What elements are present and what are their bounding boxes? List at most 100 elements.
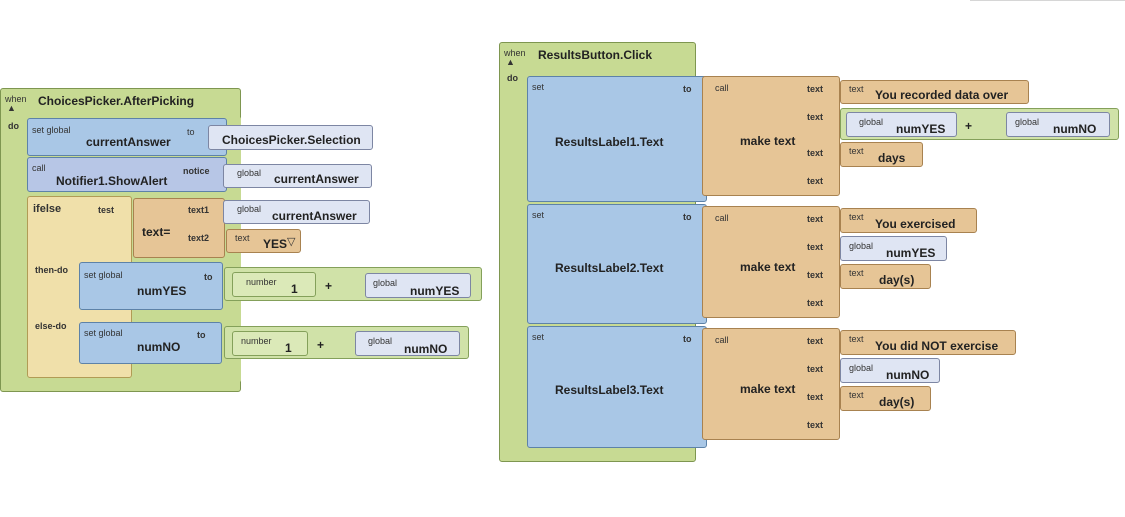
text-literal-block[interactable]: text You did NOT exercise bbox=[840, 330, 1016, 355]
text-socket-label: text bbox=[807, 420, 824, 430]
text-literal-value: You did NOT exercise bbox=[875, 339, 999, 353]
set-global-variable: numYES bbox=[137, 284, 187, 298]
make-text-block-2[interactable]: call make text text text text text bbox=[702, 206, 840, 318]
global-currentanswer-getter[interactable]: global currentAnswer bbox=[223, 164, 372, 188]
call-keyword: call bbox=[32, 163, 46, 173]
number-literal-block[interactable]: number 1 bbox=[232, 272, 316, 297]
plus-operator: + bbox=[965, 119, 973, 133]
text-literal-value: day(s) bbox=[879, 273, 915, 287]
global-numno-getter[interactable]: global numNO bbox=[840, 358, 940, 383]
make-text-block-3[interactable]: call make text text text text text bbox=[702, 328, 840, 440]
set-resultslabel2-block[interactable]: set ResultsLabel2.Text to bbox=[527, 204, 707, 324]
then-do-keyword: then-do bbox=[35, 265, 68, 275]
when-label: when bbox=[5, 94, 27, 104]
else-do-keyword: else-do bbox=[35, 321, 67, 331]
global-keyword: global bbox=[849, 241, 874, 251]
text-literal-block[interactable]: text day(s) bbox=[840, 264, 931, 289]
call-notifier-showalert-block[interactable]: call Notifier1.ShowAlert notice bbox=[27, 157, 227, 192]
global-numno-getter[interactable]: global numNO bbox=[355, 331, 460, 356]
text-literal-value: days bbox=[878, 151, 906, 165]
text2-keyword: text2 bbox=[188, 233, 210, 243]
set-target: ResultsLabel1.Text bbox=[555, 135, 664, 149]
plus-operator: + bbox=[317, 338, 325, 352]
set-resultslabel3-block[interactable]: set ResultsLabel3.Text to bbox=[527, 326, 707, 448]
global-variable: numNO bbox=[404, 342, 448, 356]
make-text-label: make text bbox=[740, 260, 796, 274]
set-global-variable: numNO bbox=[137, 340, 181, 354]
text-compare-block[interactable]: text= text1 text2 bbox=[133, 198, 225, 258]
global-numyes-getter[interactable]: global numYES bbox=[365, 273, 471, 298]
text1-keyword: text1 bbox=[188, 205, 210, 215]
ifelse-keyword: ifelse bbox=[33, 203, 62, 215]
text-yes-literal[interactable]: text YES ▽ bbox=[226, 229, 301, 253]
text-socket-label: text bbox=[807, 270, 824, 280]
set-global-numno-block[interactable]: set global numNO to bbox=[79, 322, 222, 364]
do-label: do bbox=[507, 73, 518, 83]
text-socket-label: text bbox=[807, 148, 824, 158]
set-target: ResultsLabel3.Text bbox=[555, 383, 664, 397]
dropdown-triangle-icon[interactable]: ▽ bbox=[287, 236, 296, 248]
to-keyword: to bbox=[683, 334, 692, 344]
global-keyword: global bbox=[849, 363, 874, 373]
to-keyword: to bbox=[683, 84, 692, 94]
global-numyes-getter[interactable]: global numYES bbox=[840, 236, 947, 261]
global-variable: currentAnswer bbox=[274, 172, 359, 186]
global-variable: currentAnswer bbox=[272, 209, 357, 223]
global-keyword: global bbox=[237, 168, 262, 178]
text-socket-label: text bbox=[807, 392, 824, 402]
text-keyword: text bbox=[849, 334, 864, 344]
call-keyword: call bbox=[715, 83, 729, 93]
text-literal-block[interactable]: text You recorded data over bbox=[840, 80, 1029, 104]
set-global-currentanswer-block[interactable]: set global currentAnswer to bbox=[27, 118, 227, 156]
to-keyword: to bbox=[683, 212, 692, 222]
global-variable: numYES bbox=[886, 246, 936, 260]
set-keyword: set bbox=[532, 332, 545, 342]
global-numyes-getter[interactable]: global numYES bbox=[846, 112, 957, 137]
test-keyword: test bbox=[98, 205, 115, 215]
global-numno-getter[interactable]: global numNO bbox=[1006, 112, 1110, 137]
text-literal-value: YES bbox=[263, 237, 288, 251]
set-global-keyword: set global bbox=[84, 270, 123, 280]
global-variable: numYES bbox=[896, 122, 946, 136]
text-keyword: text bbox=[849, 390, 864, 400]
make-text-label: make text bbox=[740, 382, 796, 396]
set-resultslabel1-block[interactable]: set ResultsLabel1.Text to bbox=[527, 76, 707, 202]
text-literal-block[interactable]: text You exercised bbox=[840, 208, 977, 233]
text-literal-value: You exercised bbox=[875, 217, 956, 231]
text-literal-block[interactable]: text days bbox=[840, 142, 923, 167]
to-keyword: to bbox=[204, 272, 213, 282]
text-socket-label: text bbox=[807, 298, 824, 308]
compare-operator: text= bbox=[142, 225, 171, 239]
workspace-edge-line bbox=[970, 0, 1125, 1]
make-text-block-1[interactable]: call make text text text text text bbox=[702, 76, 840, 196]
text-socket-label: text bbox=[807, 112, 824, 122]
collapse-triangle-icon[interactable]: ▲ bbox=[7, 103, 16, 113]
text-keyword: text bbox=[849, 212, 864, 222]
choicespicker-selection-getter[interactable]: ChoicesPicker.Selection bbox=[208, 125, 373, 150]
global-variable: numYES bbox=[410, 284, 460, 298]
text-socket-label: text bbox=[807, 242, 824, 252]
call-keyword: call bbox=[715, 213, 729, 223]
to-keyword: to bbox=[187, 127, 195, 137]
do-label: do bbox=[8, 121, 19, 131]
global-currentanswer-getter-2[interactable]: global currentAnswer bbox=[223, 200, 370, 224]
global-keyword: global bbox=[368, 336, 393, 346]
event-title: ChoicesPicker.AfterPicking bbox=[38, 94, 195, 108]
event-title: ResultsButton.Click bbox=[538, 48, 653, 62]
set-global-numyes-block[interactable]: set global numYES to bbox=[79, 262, 223, 310]
text-keyword: text bbox=[235, 233, 250, 243]
to-keyword: to bbox=[197, 330, 206, 340]
text-literal-block[interactable]: text day(s) bbox=[840, 386, 931, 411]
set-global-keyword: set global bbox=[84, 328, 123, 338]
global-keyword: global bbox=[237, 204, 262, 214]
collapse-triangle-icon[interactable]: ▲ bbox=[506, 57, 515, 67]
set-global-variable: currentAnswer bbox=[86, 135, 171, 149]
global-keyword: global bbox=[859, 117, 884, 127]
set-target: ResultsLabel2.Text bbox=[555, 261, 664, 275]
when-label: when bbox=[504, 48, 526, 58]
global-variable: numNO bbox=[1053, 122, 1097, 136]
set-keyword: set bbox=[532, 82, 545, 92]
notice-keyword: notice bbox=[183, 166, 210, 176]
number-keyword: number bbox=[241, 336, 272, 346]
number-literal-block-2[interactable]: number 1 bbox=[232, 331, 308, 356]
